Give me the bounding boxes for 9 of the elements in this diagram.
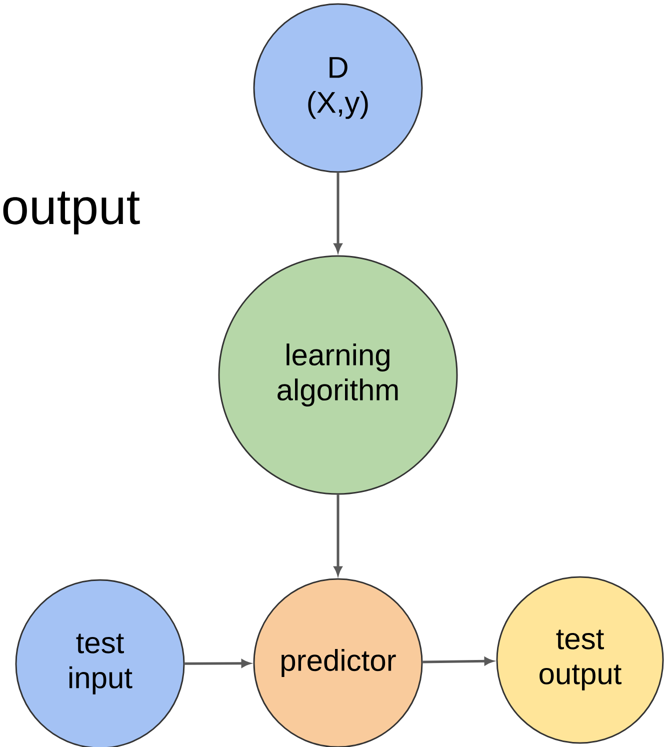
circle-node: D (X,y): [253, 3, 423, 173]
heading-text: output: [3, 192, 140, 234]
circle-node: test output: [496, 576, 664, 744]
arrow: [422, 657, 493, 666]
circle-node: learning algorithm: [218, 255, 458, 495]
circle-node: predictor: [253, 578, 423, 747]
arrow: [334, 494, 342, 575]
circle-node: test input: [15, 579, 185, 747]
arrow: [334, 172, 342, 252]
